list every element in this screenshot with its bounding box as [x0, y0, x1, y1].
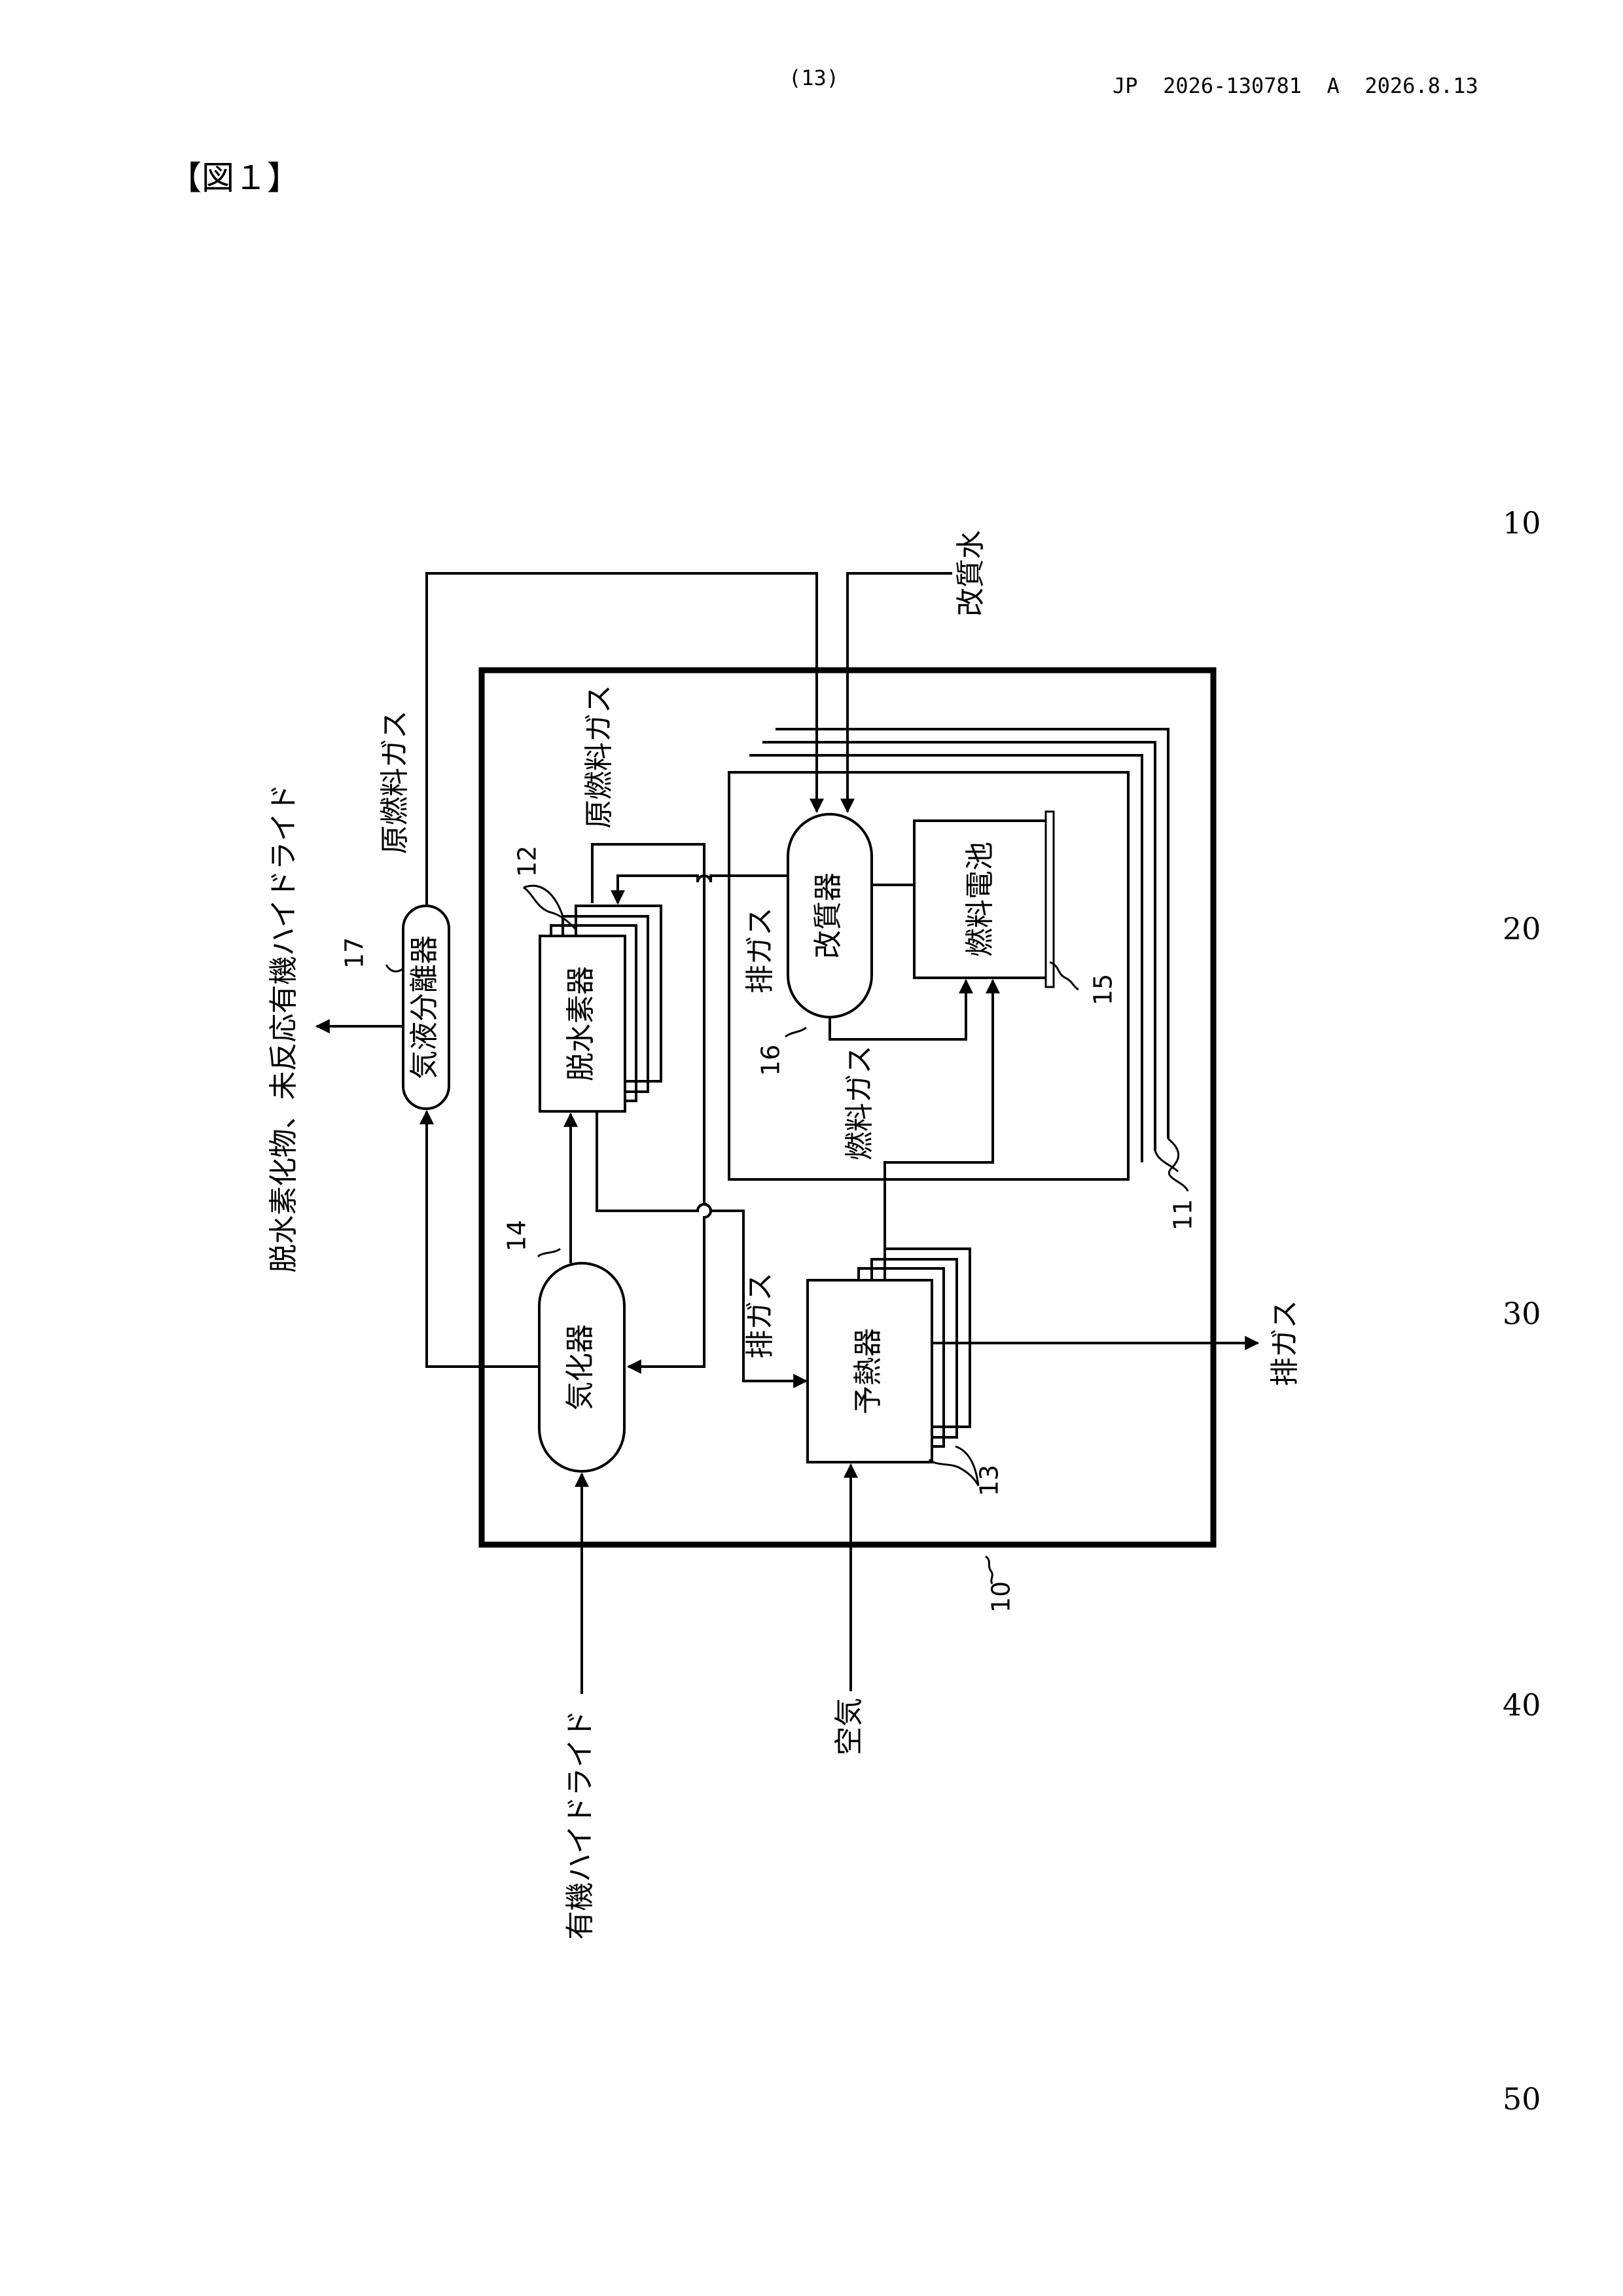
separator-label: 気液分離器 — [408, 935, 441, 1079]
ref-16: 16 — [757, 1045, 785, 1076]
exhaust-gas-preheater-label: 排ガス — [743, 1272, 777, 1359]
reformer-label: 改質器 — [812, 872, 845, 959]
ref-17: 17 — [340, 937, 369, 969]
ref-11: 11 — [1169, 1199, 1198, 1230]
ref-12: 12 — [513, 846, 542, 877]
leader-11b — [1155, 1151, 1178, 1172]
leader-17 — [386, 965, 403, 971]
ref-10: 10 — [987, 1581, 1016, 1613]
separated-products-label: 脱水素化物、未反応有機ハイドライド — [267, 783, 300, 1272]
reforming-water-label: 改質水 — [954, 530, 988, 617]
exhaust-gas-inner-label: 排ガス — [743, 907, 777, 994]
leader-11 — [1168, 1139, 1188, 1191]
ref-15: 15 — [1089, 974, 1118, 1005]
reforming-water-line — [847, 573, 952, 812]
air-label: 空気 — [832, 1698, 866, 1755]
ref-13: 13 — [975, 1465, 1004, 1496]
raw-fuel-gas-top-label: 原燃料ガス — [378, 710, 412, 854]
vaporizer-label: 気化器 — [563, 1324, 597, 1410]
fuel-cell-label: 燃料電池 — [963, 842, 997, 957]
preheater-label: 予熱器 — [851, 1328, 885, 1414]
leader-13 — [929, 1460, 978, 1486]
separator-raw-fuel-gas-line — [427, 573, 817, 906]
leader-14 — [538, 1249, 560, 1257]
leader-12b — [524, 886, 563, 916]
organic-hydride-label: 有機ハイドライド — [563, 1710, 597, 1939]
ref-14: 14 — [503, 1220, 531, 1251]
raw-fuel-gas-inner-label: 原燃料ガス — [582, 685, 616, 829]
dehydrogenator-label: 脱水素器 — [564, 966, 597, 1081]
preheated-air-line — [885, 980, 993, 1249]
leader-10 — [986, 1556, 992, 1584]
exhaust-gas-out-label: 排ガス — [1268, 1300, 1302, 1386]
fuel-cell-electrode — [1046, 812, 1054, 987]
fuel-gas-label: 燃料ガス — [843, 1045, 876, 1160]
leader-16 — [785, 1028, 806, 1037]
